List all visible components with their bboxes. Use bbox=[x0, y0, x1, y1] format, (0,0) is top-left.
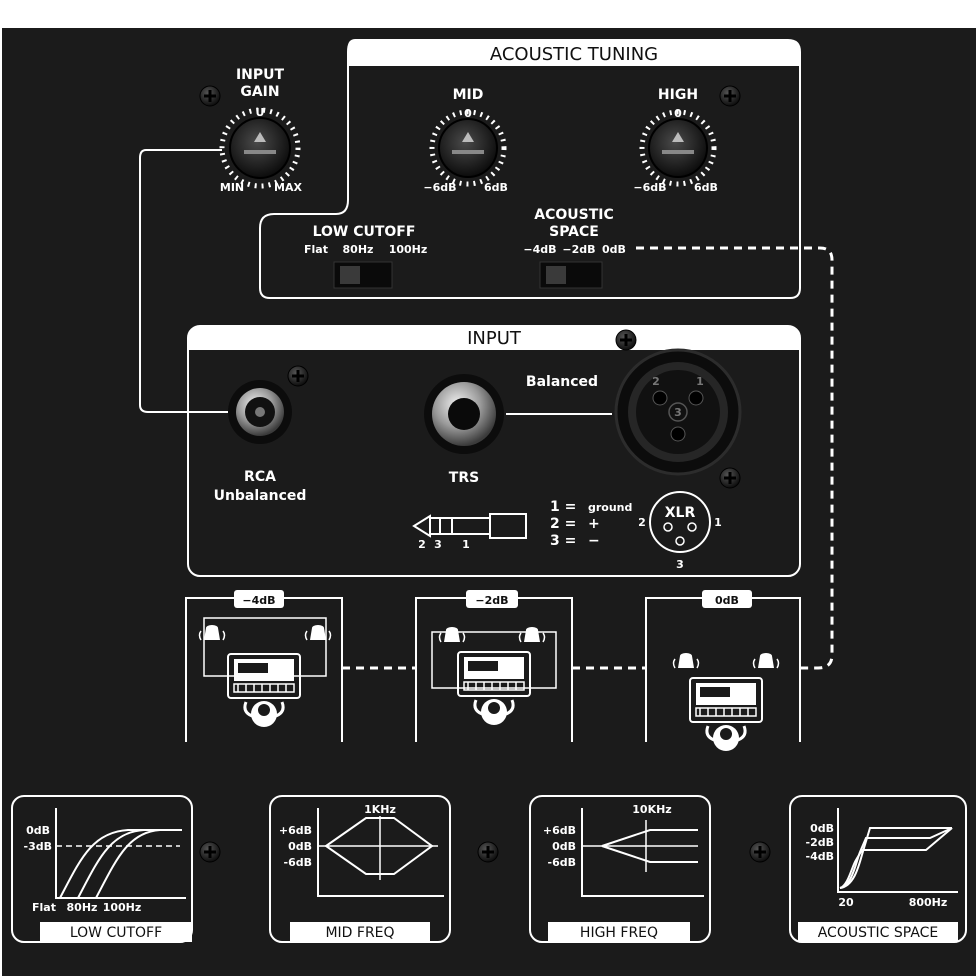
placement-minus2db-label: −2dB bbox=[475, 594, 508, 607]
trs-pin-2: 2 bbox=[418, 538, 426, 551]
xlr-jack[interactable] bbox=[614, 348, 742, 476]
low-cutoff-80hz: 80Hz bbox=[343, 243, 374, 256]
legend-num-1: 1 = bbox=[550, 499, 576, 515]
xlr-pin-diagram bbox=[649, 491, 711, 553]
legend-num-2: 2 = bbox=[550, 516, 576, 532]
placement-minus4db-label: −4dB bbox=[242, 594, 275, 607]
high-scale bbox=[639, 109, 717, 187]
high-knob[interactable] bbox=[648, 118, 708, 178]
input-title: INPUT bbox=[467, 328, 522, 349]
trs-pin-1: 1 bbox=[462, 538, 470, 551]
high-freq-graph bbox=[529, 795, 711, 943]
high-label: HIGH bbox=[658, 87, 698, 103]
placement-minus4db bbox=[185, 590, 343, 742]
mid-freq-graph-0db: 0dB bbox=[288, 840, 312, 853]
input-gain-min: MIN bbox=[220, 181, 244, 194]
screw-icon bbox=[198, 840, 222, 864]
legend-desc-2: + bbox=[588, 516, 600, 532]
input-gain-max: MAX bbox=[274, 181, 302, 194]
xlr-diagram-pin-1: 1 bbox=[714, 516, 722, 529]
input-gain-label-1: INPUT bbox=[236, 67, 285, 83]
xlr-pin-2: 2 bbox=[652, 375, 660, 388]
xlr-diagram-title: XLR bbox=[665, 505, 696, 521]
input-gain-knob[interactable] bbox=[229, 117, 291, 179]
screw-icon bbox=[748, 840, 772, 864]
xlr-pin-3: 3 bbox=[674, 406, 682, 419]
screw-icon bbox=[718, 84, 742, 108]
low-cutoff-flat: Flat bbox=[304, 243, 328, 256]
acoustic-space-graph-minus4: -4dB bbox=[806, 850, 834, 863]
mid-min: −6dB bbox=[423, 181, 456, 194]
high-min: −6dB bbox=[633, 181, 666, 194]
high-freq-graph-plus6: +6dB bbox=[543, 824, 576, 837]
acoustic-space-label-2: SPACE bbox=[549, 224, 599, 240]
acoustic-space-label-1: ACOUSTIC bbox=[534, 207, 614, 223]
placement-0db-label: 0dB bbox=[715, 594, 739, 607]
mid-knob[interactable] bbox=[438, 118, 498, 178]
acoustic-space-graph-20: 20 bbox=[838, 896, 854, 909]
rca-label: RCA bbox=[244, 469, 276, 485]
mid-freq-graph-minus6: -6dB bbox=[284, 856, 312, 869]
xlr-diagram-pin-2: 2 bbox=[638, 516, 646, 529]
low-cutoff-graph-title: LOW CUTOFF bbox=[70, 925, 162, 941]
xlr-diagram-pin-3: 3 bbox=[676, 558, 684, 571]
low-cutoff-switch[interactable] bbox=[333, 261, 393, 289]
acoustic-space-switch[interactable] bbox=[539, 261, 603, 289]
acoustic-space-minus4: −4dB bbox=[523, 243, 556, 256]
low-cutoff-graph-100hz: 100Hz bbox=[103, 901, 142, 914]
high-freq-graph-minus6: -6dB bbox=[548, 856, 576, 869]
low-cutoff-100hz: 100Hz bbox=[389, 243, 428, 256]
rca-unbalanced-label: Unbalanced bbox=[214, 488, 307, 504]
input-gain-scale bbox=[219, 107, 301, 189]
mid-freq-graph-title: MID FREQ bbox=[325, 925, 394, 941]
screw-icon bbox=[198, 84, 222, 108]
mid-freq-graph-freq: 1KHz bbox=[364, 803, 396, 816]
trs-plug-diagram bbox=[412, 513, 527, 539]
trs-jack[interactable] bbox=[424, 374, 504, 454]
placement-0db bbox=[645, 590, 801, 753]
gain-to-rca-line bbox=[139, 149, 228, 413]
input-gain-label-2: GAIN bbox=[240, 84, 279, 100]
trs-pin-3: 3 bbox=[434, 538, 442, 551]
acoustic-space-graph bbox=[789, 795, 967, 943]
acoustic-space-graph-minus2: -2dB bbox=[806, 836, 834, 849]
acoustic-space-minus2: −2dB bbox=[562, 243, 595, 256]
acoustic-space-graph-0db: 0dB bbox=[810, 822, 834, 835]
mid-label: MID bbox=[453, 87, 484, 103]
high-freq-graph-title: HIGH FREQ bbox=[580, 925, 658, 941]
trs-label: TRS bbox=[449, 470, 479, 486]
acoustic-space-0db: 0dB bbox=[602, 243, 626, 256]
low-cutoff-graph bbox=[11, 795, 193, 943]
mid-max: 6dB bbox=[484, 181, 508, 194]
rca-jack[interactable] bbox=[228, 380, 292, 444]
balanced-label: Balanced bbox=[526, 374, 598, 390]
panel-background bbox=[2, 28, 976, 976]
acoustic-space-graph-title: ACOUSTIC SPACE bbox=[818, 925, 939, 941]
low-cutoff-graph-flat: Flat bbox=[32, 901, 56, 914]
screw-icon bbox=[614, 328, 638, 352]
input-gain-top-mark: U bbox=[256, 106, 265, 119]
xlr-pin-1: 1 bbox=[696, 375, 704, 388]
legend-num-3: 3 = bbox=[550, 533, 576, 549]
high-freq-graph-freq: 10KHz bbox=[632, 803, 671, 816]
screw-icon bbox=[286, 364, 310, 388]
placement-minus2db bbox=[415, 590, 573, 742]
high-freq-graph-0db: 0dB bbox=[552, 840, 576, 853]
acoustic-space-graph-800hz: 800Hz bbox=[909, 896, 948, 909]
low-cutoff-label: LOW CUTOFF bbox=[313, 224, 416, 240]
mid-freq-graph-plus6: +6dB bbox=[279, 824, 312, 837]
screw-icon bbox=[476, 840, 500, 864]
screw-icon bbox=[718, 466, 742, 490]
mid-freq-graph bbox=[269, 795, 451, 943]
acoustic-tuning-title: ACOUSTIC TUNING bbox=[490, 44, 658, 65]
acoustic-space-dashed-line bbox=[636, 246, 834, 670]
legend-desc-3: − bbox=[588, 533, 600, 549]
legend-desc-1: ground bbox=[588, 501, 632, 514]
mid-scale bbox=[429, 109, 507, 187]
low-cutoff-graph-3db: -3dB bbox=[24, 840, 52, 853]
low-cutoff-graph-80hz: 80Hz bbox=[67, 901, 98, 914]
low-cutoff-graph-0db: 0dB bbox=[26, 824, 50, 837]
high-max: 6dB bbox=[694, 181, 718, 194]
